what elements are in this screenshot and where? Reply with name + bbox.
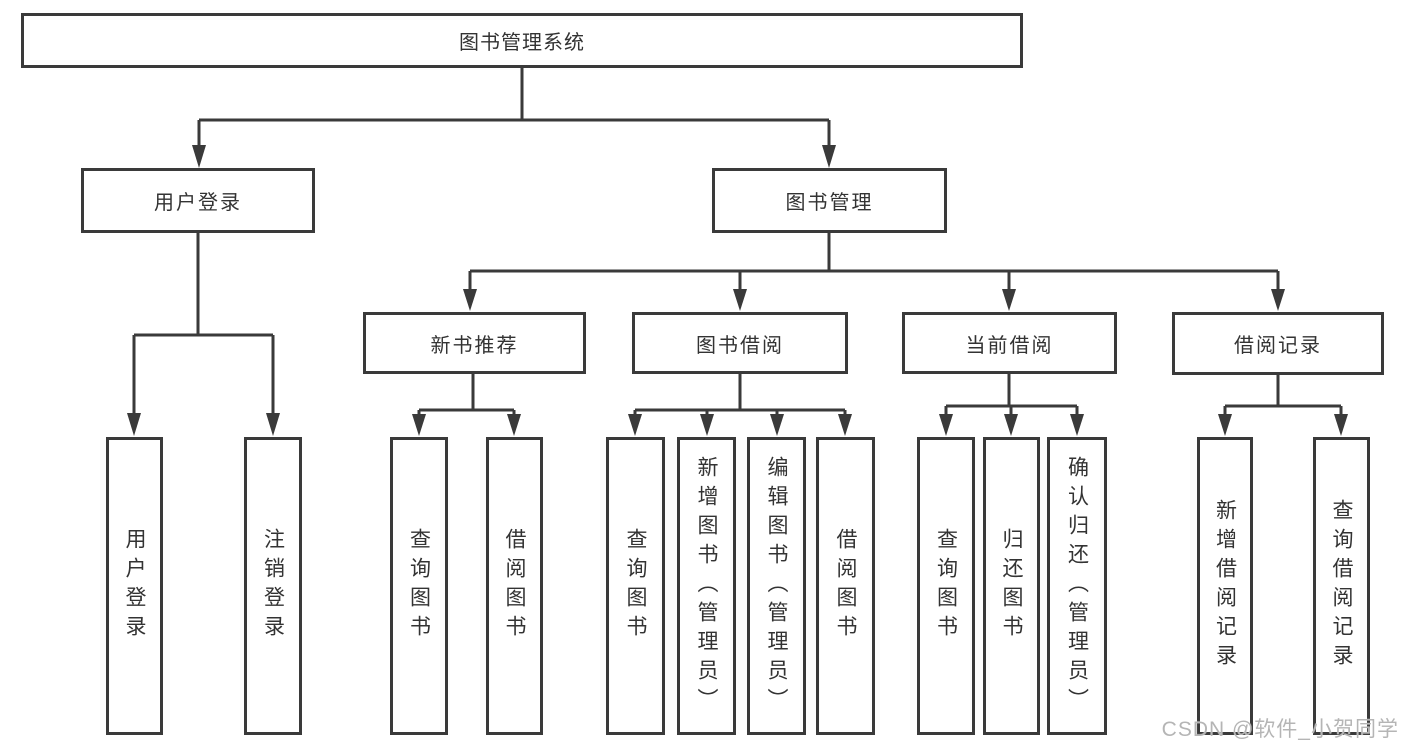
connector-borrowing-records-to-leaves	[1218, 375, 1348, 436]
leaf-logout: 注销登录	[244, 437, 302, 735]
connector-new-book-recommend-to-leaves	[412, 374, 521, 436]
node-book-borrowing-label: 图书借阅	[696, 334, 784, 357]
leaf-borrow-book-recommend-label: 借阅图书	[503, 528, 526, 644]
leaf-query-borrow-record: 查询借阅记录	[1313, 437, 1370, 735]
leaf-add-book-admin-label: 新增图书（管理员）	[695, 455, 718, 717]
leaf-return-book: 归还图书	[983, 437, 1040, 735]
leaf-query-book-recommend: 查询图书	[390, 437, 448, 735]
node-new-book-recommend: 新书推荐	[363, 312, 586, 374]
arrowhead	[192, 145, 206, 168]
leaf-confirm-return-admin-label: 确认归还（管理员）	[1065, 455, 1089, 717]
leaf-add-book-admin: 新增图书（管理员）	[677, 437, 736, 735]
node-current-borrowing: 当前借阅	[902, 312, 1117, 374]
connector-book-borrowing-to-leaves	[628, 374, 852, 436]
node-book-management-label: 图书管理	[785, 192, 874, 214]
arrowhead	[127, 413, 141, 436]
arrowhead	[939, 414, 953, 436]
leaf-add-borrow-record: 新增借阅记录	[1197, 437, 1253, 735]
arrowhead	[507, 414, 521, 436]
leaf-borrow-book-recommend: 借阅图书	[486, 437, 543, 735]
arrowhead	[1271, 289, 1285, 311]
arrowhead	[266, 413, 280, 436]
leaf-borrow-book-borrowing-label: 借阅图书	[834, 528, 857, 644]
leaf-edit-book-admin: 编辑图书（管理员）	[747, 437, 806, 735]
node-current-borrowing-label: 当前借阅	[965, 334, 1054, 357]
csdn-watermark: CSDN @软件_小贺同学	[1161, 718, 1399, 741]
leaf-return-book-label: 归还图书	[1000, 528, 1023, 644]
leaf-logout-label: 注销登录	[261, 528, 285, 644]
node-user-login-label: 用户登录	[154, 192, 242, 214]
connector-book-management-to-level3	[463, 233, 1285, 311]
leaf-query-book-current-label: 查询图书	[934, 528, 958, 644]
arrowhead	[1218, 414, 1232, 436]
node-book-borrowing: 图书借阅	[632, 312, 848, 374]
arrowhead	[1070, 414, 1084, 436]
arrowhead	[733, 289, 747, 311]
leaf-query-book-recommend-label: 查询图书	[407, 528, 431, 644]
leaf-confirm-return-admin: 确认归还（管理员）	[1047, 437, 1107, 735]
connector-root-to-level2	[192, 68, 836, 168]
leaf-query-book-borrowing-label: 查询图书	[624, 528, 647, 644]
node-root: 图书管理系统	[21, 13, 1023, 68]
arrowhead	[1334, 414, 1348, 436]
arrowhead	[412, 414, 426, 436]
arrowhead	[1002, 289, 1016, 311]
leaf-query-book-borrowing: 查询图书	[606, 437, 665, 735]
arrowhead	[838, 414, 852, 436]
leaf-user-login: 用户登录	[106, 437, 163, 735]
node-book-management: 图书管理	[712, 168, 947, 233]
leaf-query-book-current: 查询图书	[917, 437, 975, 735]
leaf-query-borrow-record-label: 查询借阅记录	[1330, 499, 1353, 673]
arrowhead	[463, 289, 477, 311]
leaf-edit-book-admin-label: 编辑图书（管理员）	[765, 455, 788, 717]
leaf-borrow-book-borrowing: 借阅图书	[816, 437, 875, 735]
node-user-login: 用户登录	[81, 168, 315, 233]
connector-user-login-to-leaves	[127, 233, 280, 436]
arrowhead	[1004, 414, 1018, 436]
arrowhead	[770, 414, 784, 436]
node-borrowing-records: 借阅记录	[1172, 312, 1384, 375]
node-borrowing-records-label: 借阅记录	[1234, 335, 1322, 357]
leaf-add-borrow-record-label: 新增借阅记录	[1213, 499, 1237, 673]
node-new-book-recommend-label: 新书推荐	[430, 334, 519, 357]
connector-current-borrowing-to-leaves	[939, 374, 1084, 436]
arrowhead	[700, 414, 714, 436]
arrowhead	[628, 414, 642, 436]
node-root-label: 图书管理系统	[459, 32, 585, 54]
leaf-user-login-label: 用户登录	[123, 528, 146, 644]
arrowhead	[822, 145, 836, 168]
